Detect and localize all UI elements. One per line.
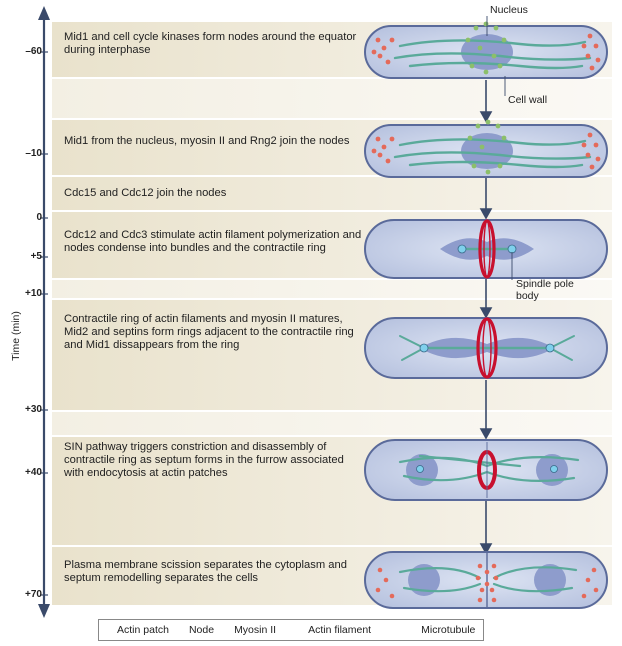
step-text-2: Mid1 from the nucleus, myosin II and Rng… [64, 135, 350, 147]
time-tick: +5 [30, 251, 42, 262]
legend-item: Myosin II [234, 624, 277, 636]
cell-separating [364, 551, 608, 609]
time-tick: –10 [25, 148, 42, 159]
time-tick: +70 [25, 589, 42, 600]
time-axis [38, 6, 50, 618]
legend-item: Node [188, 624, 215, 636]
spindle-pole-body-callout: Spindle pole body [516, 278, 574, 302]
legend-item: Actin filament [308, 624, 372, 636]
step-text-5: Contractile ring of actin filaments and … [64, 313, 354, 352]
cell-nodes-forming [364, 119, 608, 178]
time-tick: –60 [25, 46, 42, 57]
nucleus-callout: Nucleus [490, 4, 528, 16]
legend-item: Microtubule [421, 624, 476, 636]
band-gap-1 [52, 79, 612, 118]
step-text-4: Cdc12 and Cdc3 stimulate actin filament … [64, 229, 362, 255]
flow-arrows [479, 80, 493, 555]
step-text-3: Cdc15 and Cdc12 join the nodes [64, 187, 227, 199]
cell-interphase [364, 21, 608, 79]
band-3 [52, 177, 612, 210]
step-text-6: SIN pathway triggers constriction and di… [64, 441, 344, 480]
cell-ring-maturing [364, 317, 608, 379]
time-tick: +30 [25, 404, 42, 415]
cell-ring-forming [364, 219, 608, 280]
cell-constricting [364, 439, 608, 501]
legend-item: Actin patch [117, 624, 169, 636]
band-gap-2 [52, 280, 612, 298]
time-tick: +10 [25, 288, 42, 299]
time-axis-label: Time (min) [10, 311, 22, 361]
legend: Actin patch Node Myosin II Actin filamen… [98, 619, 485, 641]
step-text-1: Mid1 and cell cycle kinases form nodes a… [64, 31, 357, 57]
cell-wall-callout: Cell wall [508, 94, 548, 106]
time-tick: +40 [25, 467, 42, 478]
band-gap-3 [52, 412, 612, 435]
time-tick: 0 [36, 212, 42, 223]
step-text-7: Plasma membrane scission separates the c… [64, 559, 347, 585]
